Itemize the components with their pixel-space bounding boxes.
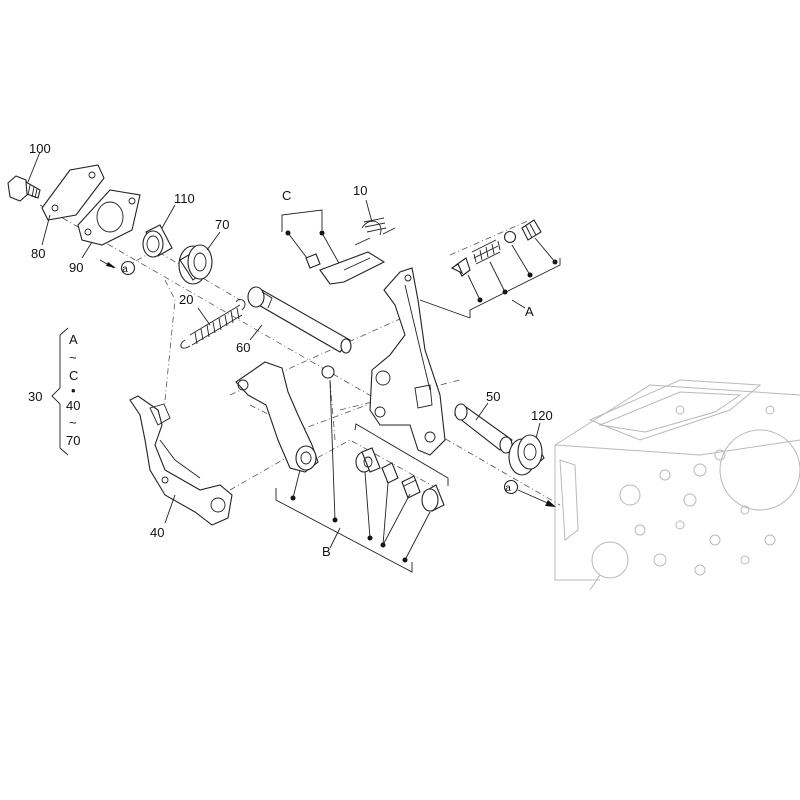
callout-group-c: C	[282, 188, 291, 203]
callout-90: 90	[69, 260, 83, 275]
kit-30-tilde-2: ~	[69, 415, 77, 430]
engine-block	[554, 379, 800, 591]
callout-40: 40	[150, 525, 164, 540]
callout-70: 70	[215, 217, 229, 232]
spring-20	[180, 299, 246, 349]
lever-40	[129, 395, 233, 526]
bushing-110	[142, 204, 176, 258]
kit-30-range-mid: C	[69, 368, 78, 383]
roller-50	[454, 402, 513, 454]
callout-labels: 100 80 90 110 70 10 C A a a 20 60 50 120…	[29, 141, 553, 559]
callout-50: 50	[486, 389, 500, 404]
parts-group-c	[281, 199, 396, 285]
kit-30-number: 30	[28, 389, 42, 404]
callout-group-a: A	[525, 304, 534, 319]
kit-30-bracket	[51, 327, 69, 456]
bearing-70	[178, 231, 221, 285]
bolt-100	[7, 151, 41, 202]
kit-30-bullet: •	[71, 383, 76, 398]
parts-group-a	[450, 219, 561, 318]
kit-30-range-start: A	[69, 332, 78, 347]
bracket-lever	[369, 267, 471, 456]
gasket-90	[77, 189, 141, 259]
callout-80: 80	[31, 246, 45, 261]
callout-group-b: B	[322, 544, 331, 559]
shift-arm	[235, 361, 335, 473]
callout-ref-a-left: a	[122, 264, 128, 275]
callout-ref-a-right: a	[505, 483, 511, 494]
callout-10: 10	[353, 183, 367, 198]
kit-30-labels: 30 A ~ C • 40 ~ 70	[28, 332, 80, 448]
bearing-120	[508, 422, 545, 476]
callout-60: 60	[236, 340, 250, 355]
callout-110: 110	[174, 191, 195, 206]
reference-a-markers	[99, 259, 556, 507]
callout-20: 20	[179, 292, 193, 307]
kit-30-range-end: 70	[66, 433, 80, 448]
shaft-60	[247, 286, 352, 354]
parts-group-b	[355, 447, 445, 512]
cover-plate-80	[41, 164, 105, 246]
kit-30-range-second-start: 40	[66, 398, 80, 413]
bracket-b	[275, 379, 449, 573]
callout-120: 120	[531, 408, 553, 423]
callout-100: 100	[29, 141, 51, 156]
kit-30-tilde-1: ~	[69, 350, 77, 365]
